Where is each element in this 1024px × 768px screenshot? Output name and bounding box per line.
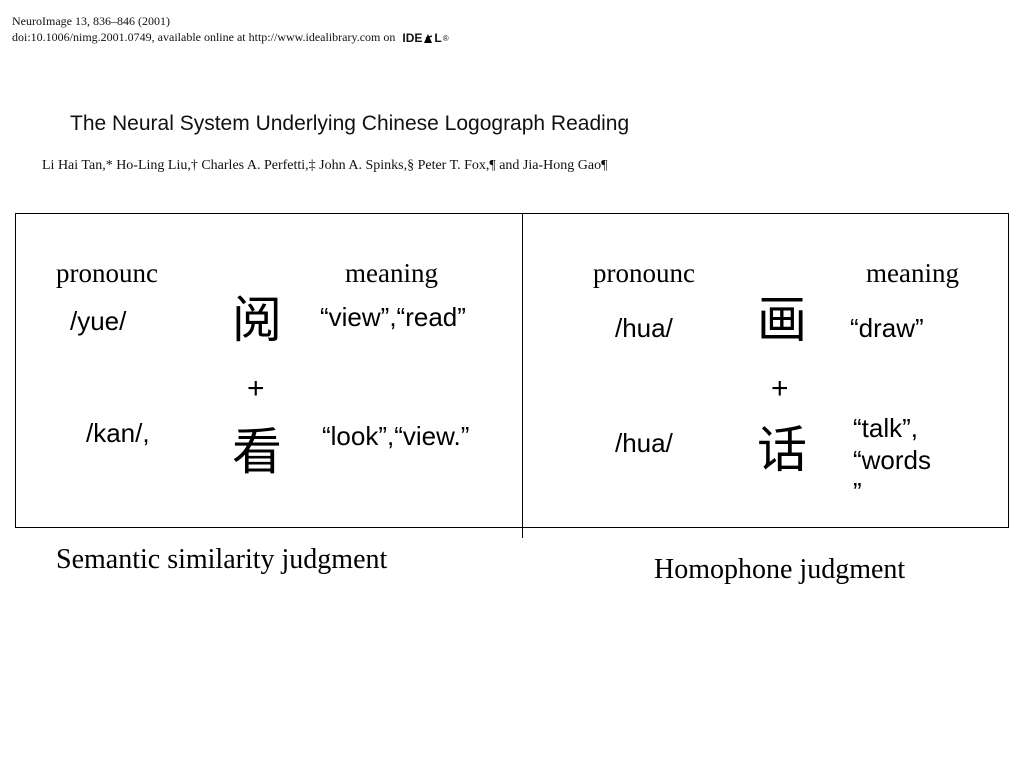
doi-line: doi:10.1006/nimg.2001.0749, available on… <box>12 30 449 46</box>
ideal-arrow-icon <box>423 32 433 44</box>
figure-divider <box>522 213 523 538</box>
right-plus: + <box>771 372 789 405</box>
right-bottom-meaning-line1: “talk”, <box>853 413 918 443</box>
ideal-logo-text: IDE <box>402 30 423 45</box>
paper-authors: Li Hai Tan,* Ho-Ling Liu,† Charles A. Pe… <box>42 158 608 173</box>
right-bottom-meaning-line3: ” <box>853 477 862 507</box>
right-bottom-meaning: “talk”, “words ” <box>853 412 993 508</box>
right-top-glyph: 画 <box>757 291 807 349</box>
left-top-glyph: 阅 <box>232 291 282 349</box>
left-caption: Semantic similarity judgment <box>56 544 388 575</box>
right-pronounce-heading: pronounc <box>593 258 695 288</box>
right-meaning-heading: meaning <box>866 258 959 288</box>
ideal-logo-suffix: L <box>434 30 442 45</box>
right-bottom-pronunciation: /hua/ <box>615 428 673 458</box>
left-top-pronunciation: /yue/ <box>70 306 127 336</box>
journal-citation: NeuroImage 13, 836–846 (2001) <box>12 14 170 28</box>
right-bottom-glyph: 话 <box>757 421 807 479</box>
right-top-meaning: “draw” <box>850 313 924 343</box>
figure-frame <box>15 213 1009 528</box>
right-bottom-character: 话 <box>755 422 809 478</box>
right-top-character: 画 <box>755 292 809 348</box>
left-top-character: 阅 <box>230 292 284 348</box>
left-plus: + <box>247 372 265 405</box>
left-bottom-meaning: “look”,“view.” <box>322 421 470 451</box>
right-top-pronunciation: /hua/ <box>615 313 673 343</box>
left-bottom-character: 看 <box>230 424 284 480</box>
left-meaning-heading: meaning <box>345 258 438 288</box>
ideal-logo: IDE L ® <box>402 31 448 46</box>
left-top-meaning: “view”,“read” <box>320 302 466 332</box>
right-caption: Homophone judgment <box>654 554 906 585</box>
right-bottom-meaning-line2: “words <box>853 445 932 475</box>
left-bottom-glyph: 看 <box>232 423 282 481</box>
doi-text: doi:10.1006/nimg.2001.0749, available on… <box>12 30 396 44</box>
registered-mark: ® <box>442 33 449 43</box>
left-pronounce-heading: pronounc <box>56 258 158 288</box>
paper-title: The Neural System Underlying Chinese Log… <box>70 112 630 135</box>
left-bottom-pronunciation: /kan/, <box>86 418 150 448</box>
